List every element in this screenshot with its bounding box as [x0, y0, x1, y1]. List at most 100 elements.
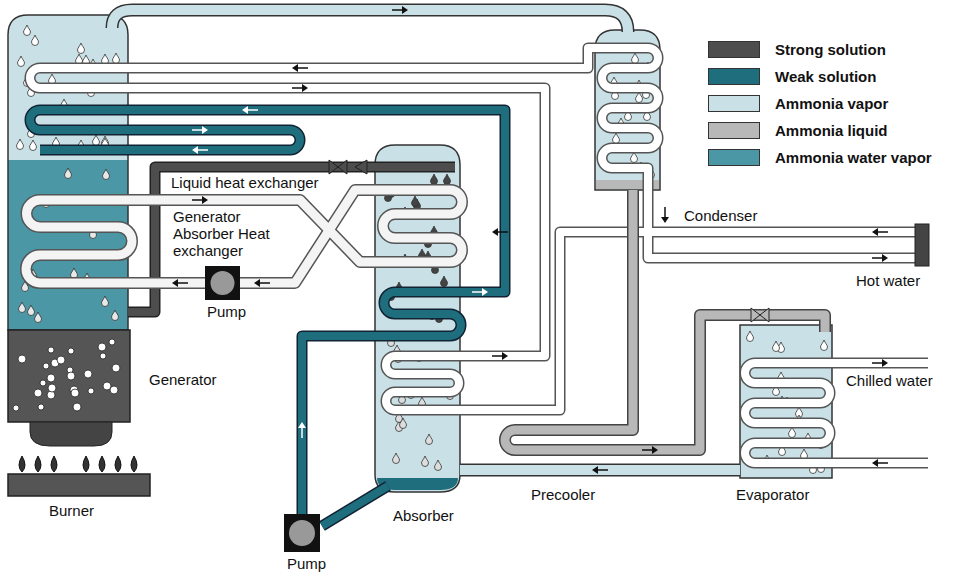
- flow-arrowhead: [254, 279, 260, 287]
- cooling-water-pipe: [30, 48, 928, 410]
- flame: [99, 456, 105, 472]
- bubble: [112, 364, 120, 372]
- flow-arrowhead: [492, 228, 498, 236]
- flow-arrowhead: [872, 228, 878, 236]
- expansion-valve: [329, 160, 338, 174]
- flow-arrow: [877, 231, 888, 233]
- expansion-valve: [338, 160, 347, 174]
- expansion-valve: [760, 308, 769, 322]
- flow-arrow: [392, 9, 403, 11]
- cooling-water-pipe: [30, 48, 928, 410]
- droplet: [19, 302, 26, 313]
- part-label: Burner: [48, 502, 95, 519]
- flow-arrow: [297, 67, 308, 69]
- droplet: [78, 43, 85, 54]
- droplet: [426, 434, 433, 445]
- part-label: Evaporator: [735, 486, 810, 503]
- bubble: [34, 389, 42, 397]
- bubble: [18, 355, 26, 363]
- flow-arrowhead: [202, 196, 208, 204]
- bubble: [71, 389, 79, 397]
- weak-solution-pipe: [322, 486, 388, 526]
- bubble: [67, 372, 75, 380]
- weak-solution-pipe: [30, 110, 505, 514]
- weak-solution-pipe: [322, 486, 388, 526]
- droplet: [441, 276, 448, 287]
- pump-rotor: [289, 520, 315, 546]
- flow-arrowhead: [192, 146, 198, 154]
- generator-bottom: [30, 422, 112, 446]
- bubble: [103, 382, 111, 390]
- droplet: [17, 139, 24, 150]
- droplet: [773, 341, 780, 352]
- part-label: Condenser: [683, 207, 758, 224]
- flame: [131, 456, 137, 472]
- droplet: [102, 296, 109, 307]
- droplet: [636, 92, 643, 103]
- droplet: [422, 456, 429, 467]
- bubble: [68, 348, 74, 354]
- legend-swatch: [708, 95, 760, 112]
- flow-arrowhead: [882, 254, 888, 262]
- bubble: [48, 347, 54, 353]
- part-label: Chilled water: [845, 372, 934, 389]
- flow-arrow: [872, 257, 883, 259]
- flow-arrowhead: [502, 352, 508, 360]
- legend-text: Ammonia liquid: [775, 122, 888, 139]
- droplet: [613, 133, 620, 144]
- bubble: [88, 388, 94, 394]
- liquid-pipe: [505, 190, 825, 450]
- flow-arrow: [597, 469, 608, 471]
- part-label: Generator Absorber Heat exchanger: [172, 208, 294, 259]
- flow-arrowhead: [482, 288, 488, 296]
- droplet: [444, 174, 451, 185]
- flow-arrow: [472, 291, 483, 293]
- part-label: Pump: [206, 303, 247, 320]
- legend-swatch: [708, 122, 760, 139]
- flow-arrowhead: [872, 459, 878, 467]
- flow-arrow: [197, 149, 208, 151]
- flow-arrowhead: [661, 217, 669, 223]
- droplet: [18, 56, 25, 67]
- droplet: [431, 174, 438, 185]
- flame: [115, 456, 121, 472]
- droplet: [113, 53, 120, 64]
- flame: [19, 456, 25, 472]
- pump-rotor: [211, 271, 235, 295]
- flow-arrowhead: [882, 359, 888, 367]
- droplet: [103, 169, 110, 180]
- part-label: Precooler: [530, 486, 596, 503]
- heat-exchanger-pipe: [26, 190, 462, 283]
- bubble: [73, 403, 81, 411]
- flame: [83, 456, 89, 472]
- droplet: [789, 427, 796, 438]
- droplet: [747, 331, 754, 342]
- legend-swatch: [708, 68, 760, 85]
- bubble: [47, 374, 55, 382]
- droplet: [821, 340, 828, 351]
- flow-arrowhead: [172, 279, 178, 287]
- bubble: [109, 339, 115, 345]
- flow-arrowhead: [652, 446, 658, 454]
- droplet: [412, 196, 419, 207]
- flame: [51, 456, 57, 472]
- bubble: [40, 380, 46, 386]
- legend-text: Ammonia vapor: [775, 95, 888, 112]
- vapor-pipe: [460, 465, 740, 475]
- legend-text: Strong solution: [775, 41, 886, 58]
- droplet: [435, 460, 442, 471]
- droplet: [24, 25, 31, 36]
- flow-arrow: [497, 231, 508, 233]
- bubble: [38, 404, 44, 410]
- flow-arrow: [877, 462, 888, 464]
- pump-symbol: [205, 266, 240, 300]
- flow-arrowhead: [402, 6, 408, 14]
- flow-arrow: [301, 427, 303, 438]
- droplet: [30, 140, 37, 151]
- flow-arrowhead: [355, 160, 367, 174]
- weak-solution-pipe: [30, 110, 505, 514]
- droplet: [71, 268, 78, 279]
- flow-arrowhead: [302, 84, 308, 92]
- burner: [8, 474, 150, 496]
